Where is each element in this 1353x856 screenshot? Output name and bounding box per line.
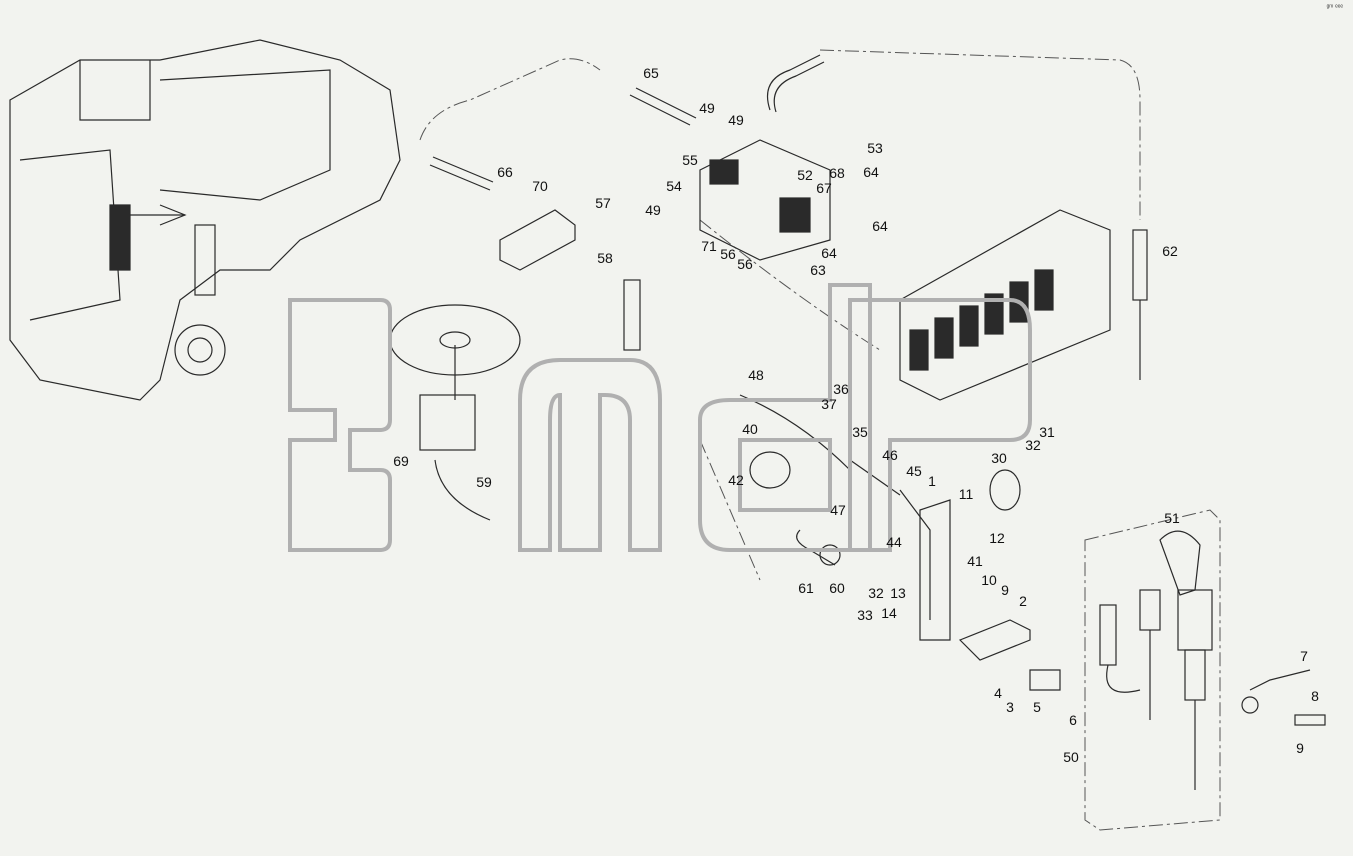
part-label: 53 xyxy=(867,140,883,156)
part-label: 9 xyxy=(1296,740,1304,756)
part-label: 49 xyxy=(699,100,715,116)
part-label: 32 xyxy=(868,585,884,601)
part-label: 4 xyxy=(994,685,1002,701)
part-label: 60 xyxy=(829,580,845,596)
part-label: 2 xyxy=(1019,593,1027,609)
machine-outline xyxy=(9,39,401,401)
part-label: 36 xyxy=(833,381,849,397)
part-label: 14 xyxy=(881,605,897,621)
part-label: 70 xyxy=(532,178,548,194)
part-label: 42 xyxy=(728,472,744,488)
part-label: 50 xyxy=(1063,749,1079,765)
part-label: 51 xyxy=(1164,510,1180,526)
part-label: 9 xyxy=(1001,582,1009,598)
part-label: 49 xyxy=(645,202,661,218)
corner-mark: ᵍᵐ ᵉᵉᵉ xyxy=(1326,4,1343,11)
part-label: 33 xyxy=(857,607,873,623)
part-label: 5 xyxy=(1033,699,1041,715)
part-label: 31 xyxy=(1039,424,1055,440)
part-label: 64 xyxy=(872,218,888,234)
part-label: 46 xyxy=(882,447,898,463)
part-label: 68 xyxy=(829,165,845,181)
part-label: 44 xyxy=(886,534,902,550)
part-label: 67 xyxy=(816,180,832,196)
part-label: 13 xyxy=(890,585,906,601)
part-label: 3 xyxy=(1006,699,1014,715)
part-label: 52 xyxy=(797,167,813,183)
part-label: 6 xyxy=(1069,712,1077,728)
part-label: 54 xyxy=(666,178,682,194)
part-label: 57 xyxy=(595,195,611,211)
part-label: 64 xyxy=(821,245,837,261)
part-label: 35 xyxy=(852,424,868,440)
part-label: 56 xyxy=(720,246,736,262)
part-label: 58 xyxy=(597,250,613,266)
part-label: 65 xyxy=(643,65,659,81)
part-label: 40 xyxy=(742,421,758,437)
part-label: 1 xyxy=(928,473,936,489)
part-label: 56 xyxy=(737,256,753,272)
part-label: 12 xyxy=(989,530,1005,546)
part-label: 63 xyxy=(810,262,826,278)
dashdot-boundaries xyxy=(419,49,1221,831)
part-label: 49 xyxy=(728,112,744,128)
part-label: 66 xyxy=(497,164,513,180)
part-label: 32 xyxy=(1025,437,1041,453)
part-label: 61 xyxy=(798,580,814,596)
part-label: 30 xyxy=(991,450,1007,466)
part-label: 37 xyxy=(821,396,837,412)
part-label: 48 xyxy=(748,367,764,383)
part-label: 47 xyxy=(830,502,846,518)
part-label: 7 xyxy=(1300,648,1308,664)
part-label: 41 xyxy=(967,553,983,569)
part-label: 59 xyxy=(476,474,492,490)
part-label: 71 xyxy=(701,238,717,254)
part-label: 64 xyxy=(863,164,879,180)
part-label: 10 xyxy=(981,572,997,588)
part-label: 69 xyxy=(393,453,409,469)
hydraulic-components xyxy=(389,54,1326,790)
part-label: 55 xyxy=(682,152,698,168)
part-label: 11 xyxy=(958,486,974,502)
part-label: 8 xyxy=(1311,688,1319,704)
part-label: 45 xyxy=(906,463,922,479)
part-label: 62 xyxy=(1162,243,1178,259)
watermark-outline xyxy=(288,283,1032,552)
